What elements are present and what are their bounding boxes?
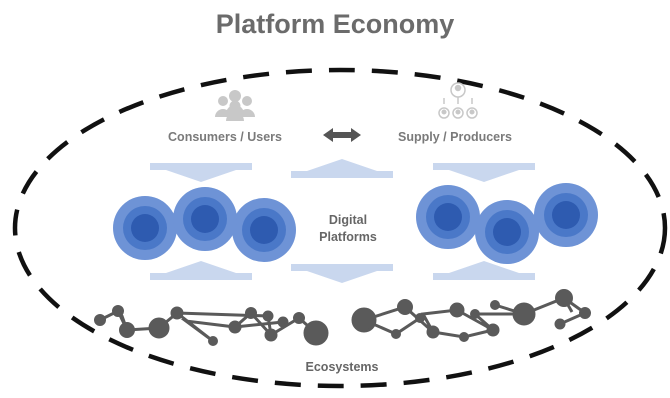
double-arrow-icon — [323, 128, 361, 142]
platform-cluster-left — [113, 187, 296, 262]
ecosystem-network-right — [351, 289, 591, 342]
arrow-up-right — [433, 261, 535, 280]
digital-platforms-label: Digital Platforms — [300, 212, 396, 246]
digital-label-line1: Digital — [328, 213, 368, 227]
group-of-people-icon — [215, 90, 255, 121]
page-title: Platform Economy — [215, 9, 455, 39]
arrow-down-left — [150, 163, 252, 182]
arrow-up-left — [150, 261, 252, 280]
digital-label-line2: Platforms — [319, 230, 377, 244]
supply-producers-label: Supply / Producers — [398, 130, 512, 144]
arrow-down-center — [291, 264, 393, 283]
consumers-users-label: Consumers / Users — [168, 130, 282, 144]
arrow-up-center — [291, 159, 393, 178]
ecosystem-network-left — [94, 305, 329, 346]
economy-boundary-ellipse — [12, 67, 668, 389]
flow-arrows — [150, 159, 535, 283]
platform-cluster-right — [416, 183, 598, 264]
arrow-down-right — [433, 163, 535, 182]
producer-network-icon — [438, 82, 478, 119]
ecosystems-label: Ecosystems — [305, 360, 379, 374]
